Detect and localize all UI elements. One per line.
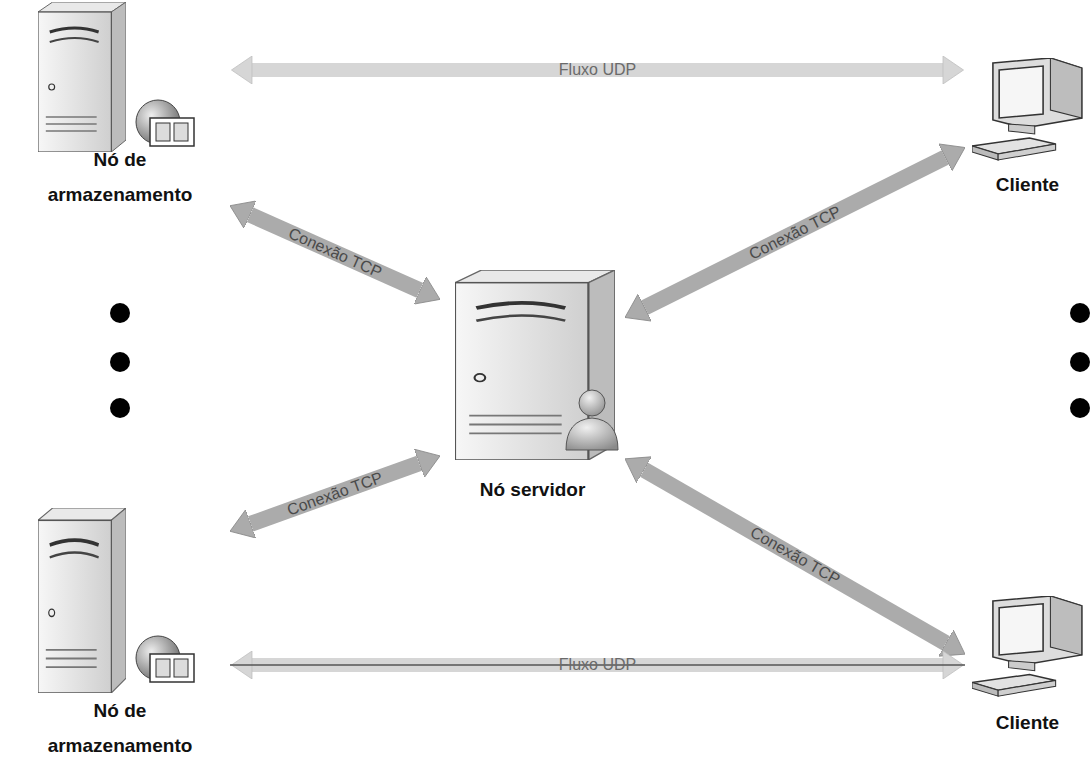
node-box: Nó de armazenamento: [10, 0, 230, 212]
arrow-body: [250, 215, 420, 291]
arrow-body: [252, 658, 943, 672]
arrow-body: [645, 157, 946, 307]
connector-arrow: [250, 215, 420, 291]
node-label: Cliente: [965, 170, 1090, 200]
node-label: Cliente: [965, 708, 1090, 738]
node-text: Nó de armazenamento: [40, 142, 200, 212]
connector-label: Conexão TCP: [746, 202, 844, 263]
node-text: Cliente: [968, 170, 1088, 200]
connector-arrow: [251, 463, 420, 524]
node-label: Nó de armazenamento: [10, 693, 230, 763]
connector-label: Fluxo UDP: [559, 656, 636, 674]
connector-arrow: [252, 70, 943, 71]
connector-label: Conexão TCP: [285, 468, 385, 519]
arrow-core-line: [230, 664, 965, 666]
connector-label: Conexão TCP: [747, 524, 843, 590]
connector-label: Conexão TCP: [286, 224, 385, 281]
arrow-body: [644, 470, 946, 643]
node-text: Nó servidor: [443, 475, 623, 505]
media-badge: [136, 636, 194, 682]
ellipsis-dots: [110, 303, 1090, 418]
connector-arrow: [644, 470, 946, 643]
node-text: Nó de armazenamento: [40, 693, 200, 763]
arrow-body: [252, 63, 943, 77]
client-icon: [972, 596, 1082, 696]
node-box: Cliente: [965, 592, 1090, 738]
connector-arrow: [230, 665, 965, 666]
node-text: Cliente: [968, 708, 1088, 738]
connector-label: Fluxo UDP: [559, 61, 636, 79]
connector-arrow: [645, 157, 946, 307]
node-box: Nó servidor: [440, 265, 625, 505]
server-icon: [38, 2, 126, 152]
node-label: Nó servidor: [440, 475, 625, 505]
user-badge: [566, 390, 618, 450]
media-badge: [136, 100, 194, 146]
node-label: Nó de armazenamento: [10, 142, 230, 212]
node-box: Cliente: [965, 55, 1090, 200]
server-icon: [38, 508, 126, 693]
arrow-body: [251, 463, 420, 524]
node-box: Nó de armazenamento: [10, 500, 230, 763]
client-icon: [972, 58, 1082, 160]
